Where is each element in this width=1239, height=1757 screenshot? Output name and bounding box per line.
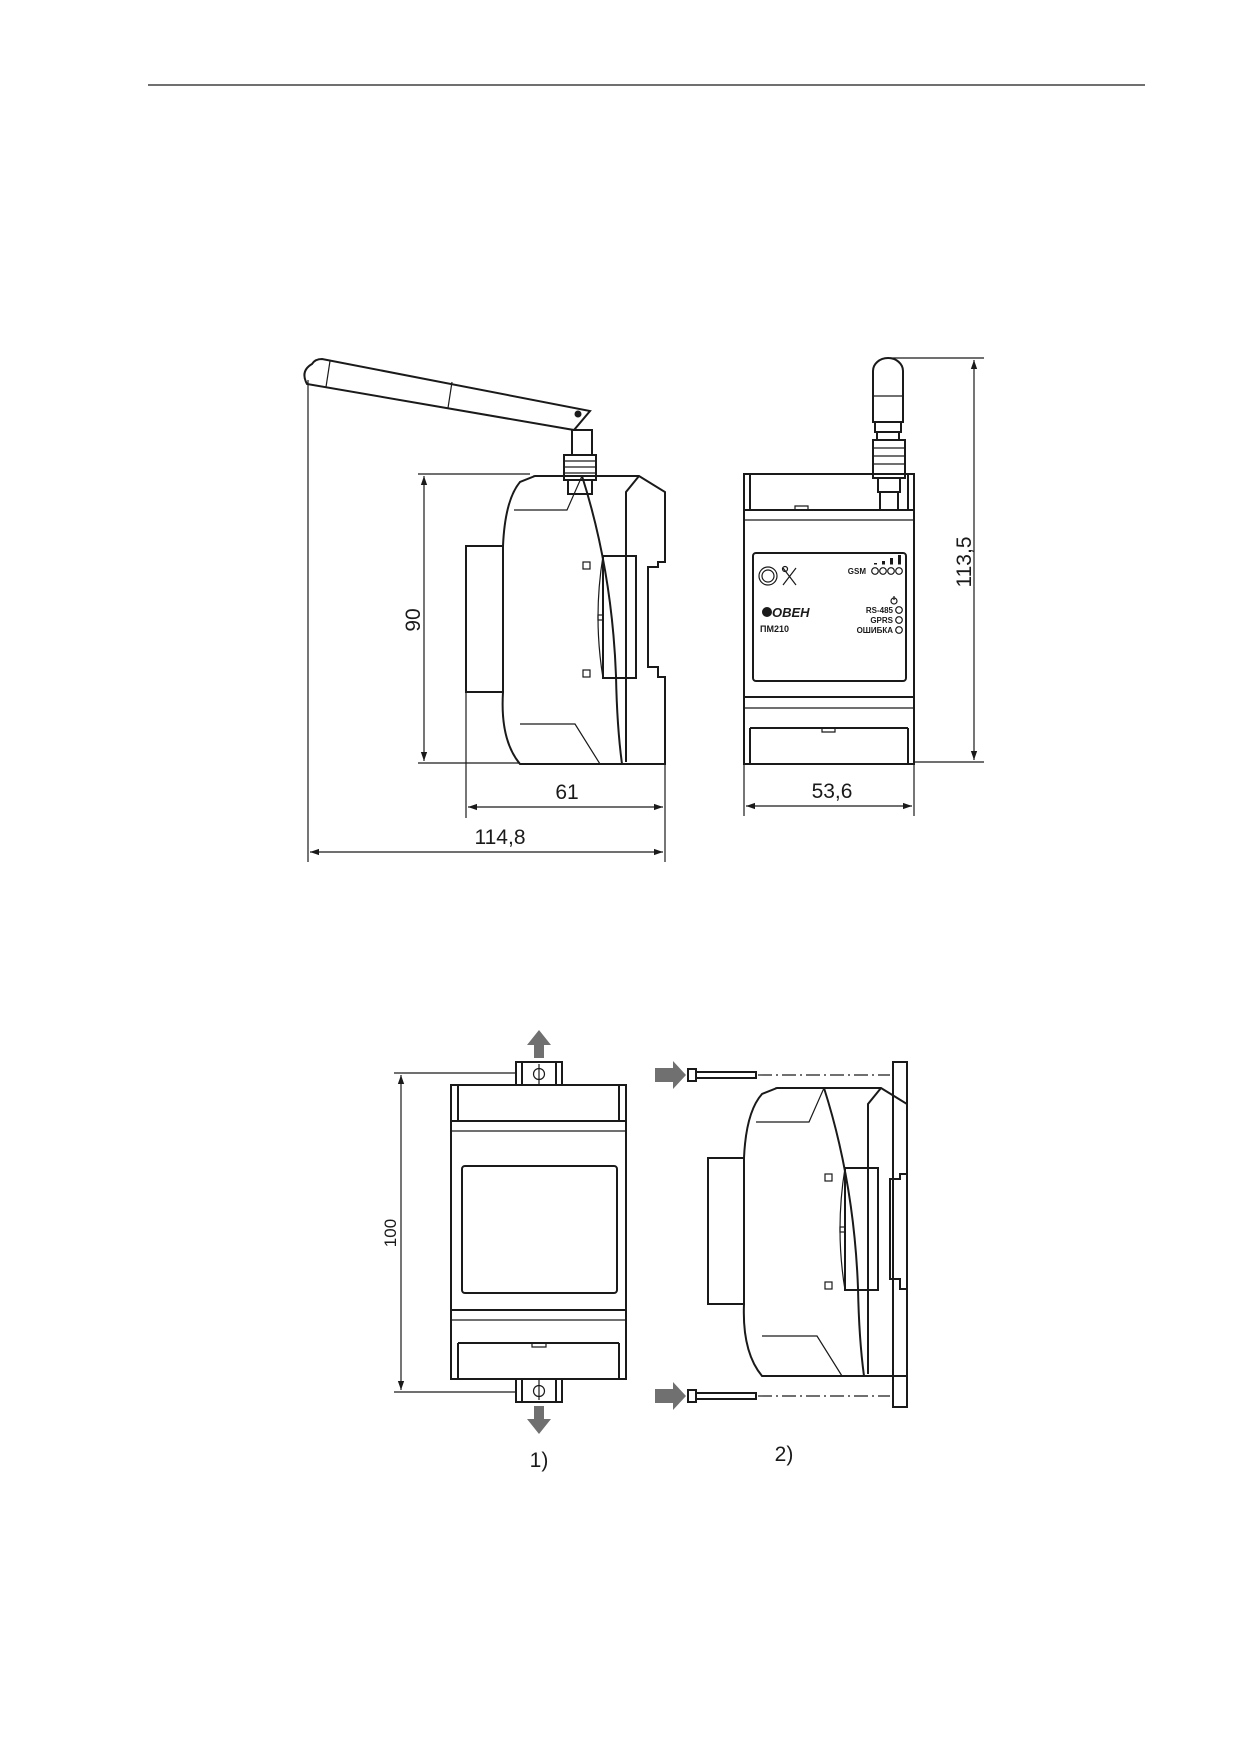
gsm-led-row [871,567,903,575]
dim-side-depth: 61 [555,781,578,804]
brand-name: ОВЕН [772,605,810,620]
arrow-up-icon [527,1030,551,1058]
dimension-total-width [307,380,666,862]
indicator-error-led [895,626,903,634]
indicator-rs485-led [895,606,903,614]
dimension-side-depth [465,692,666,818]
indicator-error-label: ОШИБКА [857,626,894,635]
dimension-mount-height [394,1072,515,1393]
dim-mount-height: 100 [381,1219,400,1247]
antenna-side [303,357,597,495]
arrow-right-icon [655,1382,686,1410]
indicator-gprs-label: GPRS [870,616,893,625]
gsm-label: GSM [848,567,867,576]
antenna-front [872,357,906,511]
dim-total-width: 114,8 [475,826,526,849]
gsm-signal-bars-icon [874,555,901,565]
figure-label-2: 2) [775,1443,794,1466]
power-icon [890,596,898,605]
dimension-side-height [418,473,530,764]
dim-side-height: 90 [402,608,425,631]
brand-logo: ОВЕН [762,605,810,620]
mount-view-2 [655,1061,908,1410]
arrow-down-icon [527,1406,551,1434]
side-view-device [303,357,666,765]
tools-icon [781,565,797,586]
dim-front-width: 53,6 [812,780,853,803]
dimension-total-height [890,357,984,763]
dim-total-height: 113,5 [953,537,976,588]
indicator-rs485-label: RS-485 [866,606,894,615]
indicator-gprs-led [895,616,903,624]
model-label: ПМ210 [760,624,789,634]
front-view-device: GSM ОВЕН ПМ210 RS-485 GPRS ОШИБКА [743,357,915,765]
mount-view-1 [450,1030,627,1434]
arrow-right-icon [655,1061,686,1089]
figure-label-1: 1) [530,1449,549,1472]
dimension-front-width [743,764,915,816]
